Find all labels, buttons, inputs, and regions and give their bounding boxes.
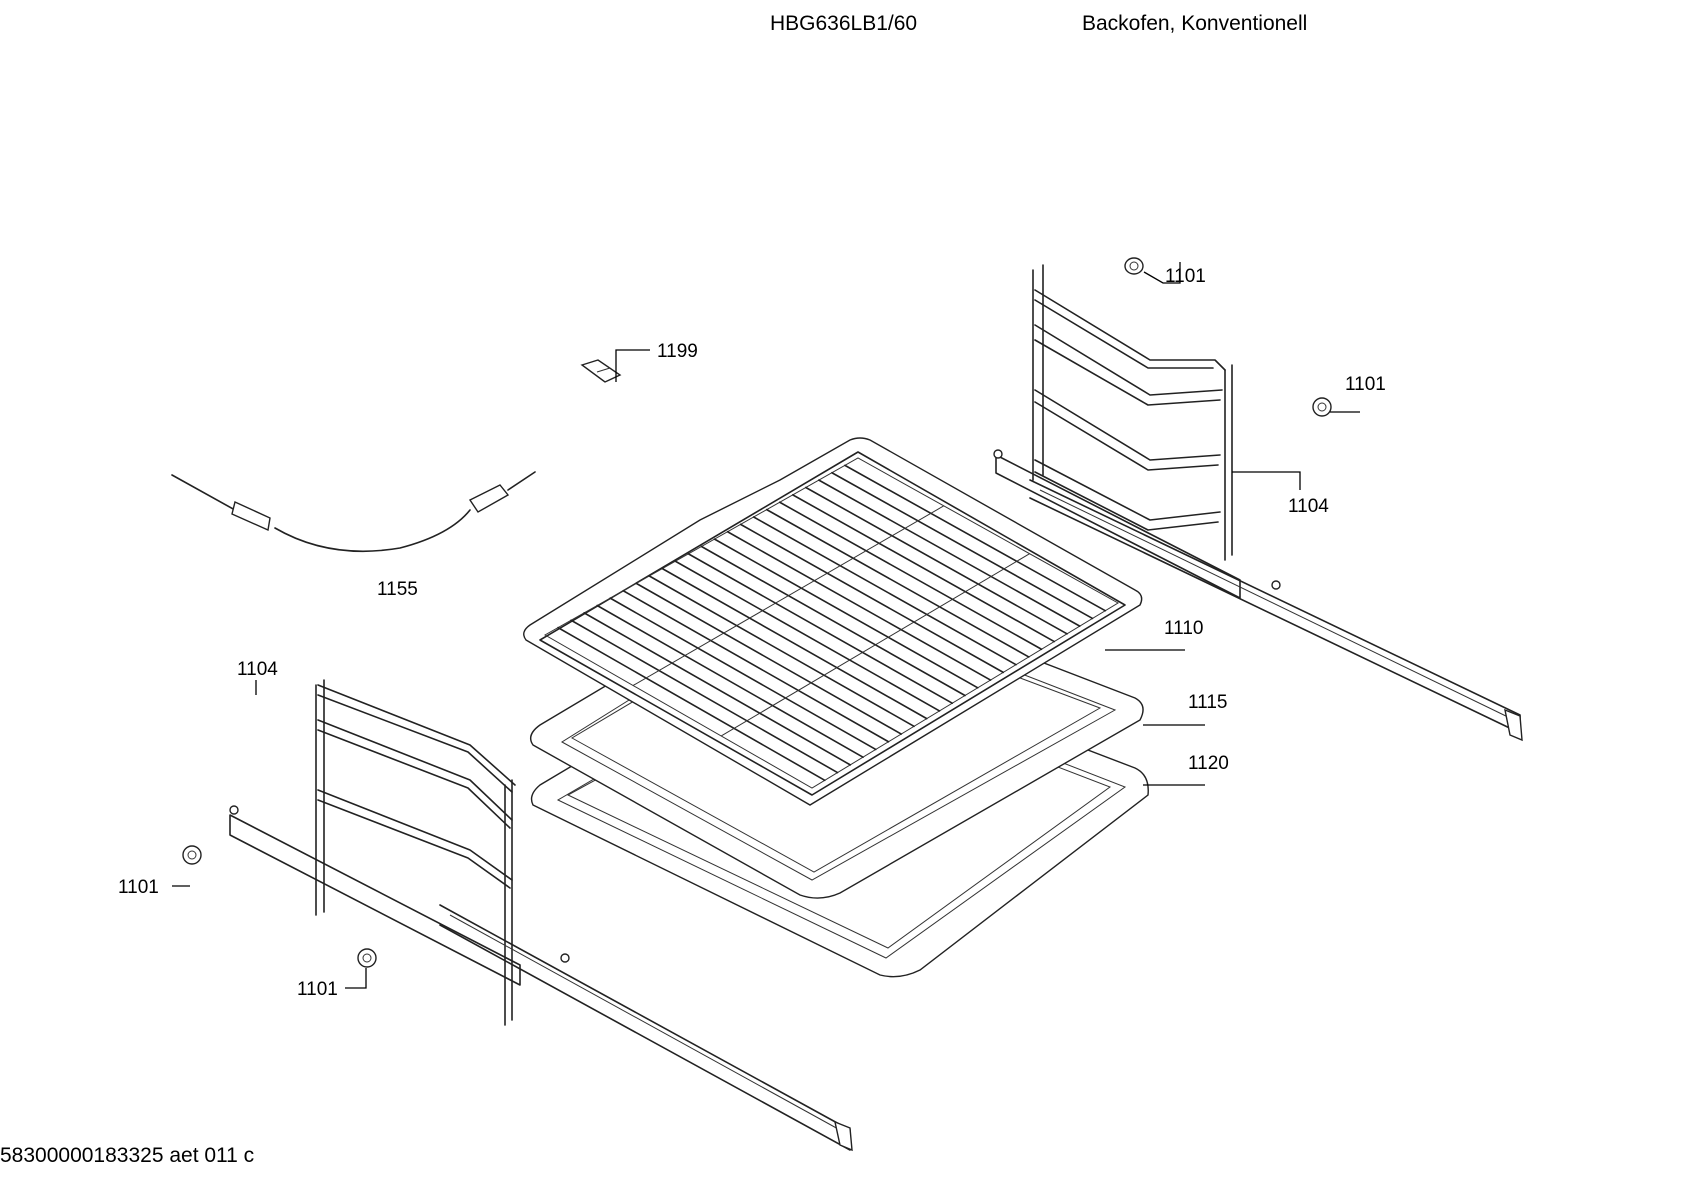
rack-bars xyxy=(557,464,1107,782)
label-1155: 1155 xyxy=(377,579,418,600)
rack-bar xyxy=(700,545,966,697)
leader-lines xyxy=(172,262,1360,989)
part-1101-fastener-top xyxy=(1124,257,1144,275)
telescopic-rail-left xyxy=(229,805,853,1152)
document-code: 58300000183325 aet 011 c xyxy=(0,1144,255,1167)
part-1104-right-shelf-support xyxy=(1032,264,1233,561)
label-1104-left: 1104 xyxy=(237,659,278,680)
rack-bar xyxy=(765,508,1030,658)
rack-crossbar xyxy=(632,505,945,686)
rack-bar xyxy=(674,560,941,712)
rack-bar xyxy=(596,604,864,758)
part-1155-meat-probe xyxy=(171,471,536,553)
rack-bar xyxy=(752,516,1017,666)
rack-bar xyxy=(609,597,877,751)
rack-bar xyxy=(791,494,1056,643)
rack-bar xyxy=(635,582,903,735)
label-1115: 1115 xyxy=(1188,692,1227,713)
part-1104-left-shelf-support xyxy=(315,679,516,1026)
rack-bar xyxy=(583,612,852,766)
label-1110: 1110 xyxy=(1164,618,1203,639)
model-number: HBG636LB1/60 xyxy=(770,12,918,35)
rack-bar xyxy=(622,589,890,743)
rack-bar xyxy=(570,619,839,774)
rack-crossbar xyxy=(720,553,1030,737)
rack-bar xyxy=(844,464,1107,612)
label-1199: 1199 xyxy=(657,341,698,362)
part-1199-clip xyxy=(580,359,622,383)
label-1101-bottom: 1101 xyxy=(297,979,338,1000)
label-1101-top: 1101 xyxy=(1165,266,1206,287)
appliance-description: Backofen, Konventionell xyxy=(1082,12,1308,35)
rack-bar xyxy=(661,567,928,720)
label-1120: 1120 xyxy=(1188,753,1229,774)
label-1101-left: 1101 xyxy=(118,877,159,898)
rack-bar xyxy=(778,501,1043,651)
label-1104-right: 1104 xyxy=(1288,496,1329,517)
rack-bar xyxy=(726,530,992,681)
rack-bar xyxy=(713,538,979,689)
part-1101-fastener-right xyxy=(1312,397,1332,417)
rack-bar xyxy=(831,471,1094,620)
label-1101-right: 1101 xyxy=(1345,374,1386,395)
part-1101-fastener-bottom xyxy=(357,948,377,968)
part-1101-fastener-left xyxy=(182,845,202,865)
telescopic-rail-right xyxy=(993,449,1523,742)
rack-bar xyxy=(687,553,954,705)
rack-bar xyxy=(648,575,915,728)
rack-bar xyxy=(818,479,1081,627)
rack-bar xyxy=(805,486,1068,635)
rack-bar xyxy=(739,523,1005,674)
rack-bar xyxy=(557,626,826,782)
